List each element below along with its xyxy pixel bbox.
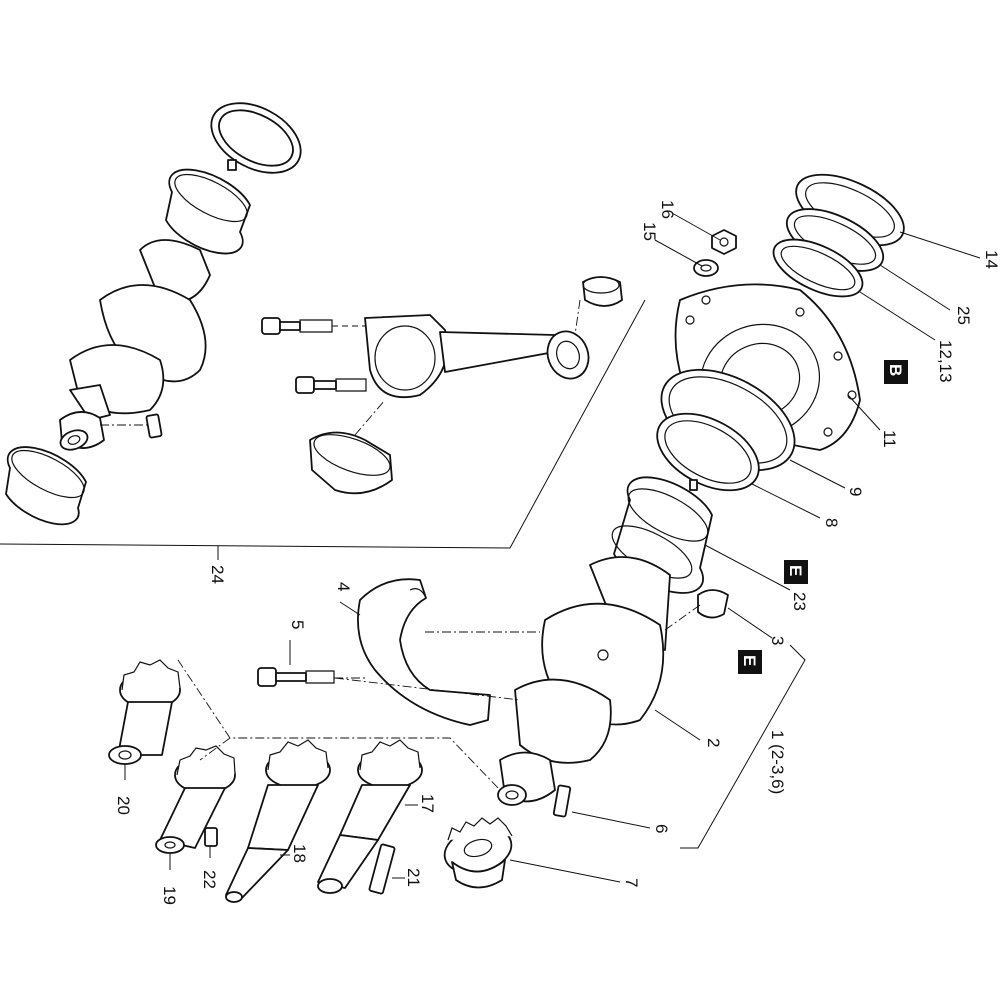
svg-text:E: E: [786, 565, 805, 576]
reference-markers: B E E: [738, 360, 908, 674]
shaft-option-17: [317, 739, 423, 895]
inset-bearing-shell-upper: [165, 168, 251, 255]
label-8: 8: [822, 518, 841, 527]
label-4: 4: [334, 582, 353, 591]
label-24: 24: [208, 565, 227, 584]
ring-8: [656, 412, 760, 492]
inset-bearing-shell-lower: [5, 446, 87, 526]
shaft-options-dash-frame: [177, 659, 501, 791]
label-14: 14: [982, 250, 1000, 269]
label-11: 11: [880, 430, 899, 448]
nut-and-washer: [693, 229, 737, 277]
bolt-5: [257, 667, 365, 687]
label-16: 16: [658, 200, 677, 219]
seal-ring-assembly: [772, 173, 905, 298]
inset-snap-ring: [210, 102, 302, 174]
label-15: 15: [640, 222, 659, 241]
svg-text:E: E: [740, 655, 759, 666]
svg-text:B: B: [886, 364, 905, 376]
inset-border: [0, 299, 646, 560]
label-19: 19: [160, 886, 179, 905]
label-22: 22: [200, 870, 219, 889]
key-3: [697, 589, 729, 619]
label-3: 3: [768, 636, 787, 645]
label-6: 6: [652, 824, 671, 833]
label-1: 1 (2-3,6): [768, 730, 787, 794]
label-7: 7: [622, 878, 641, 887]
shaft-option-18: [225, 739, 331, 903]
leader-lines: [124, 212, 981, 883]
inset-connecting-rod: [261, 276, 623, 495]
label-5: 5: [288, 620, 307, 629]
label-12-13: 12,13: [936, 340, 955, 383]
gear-7: [443, 817, 513, 889]
label-9: 9: [846, 487, 865, 496]
label-21: 21: [404, 868, 423, 887]
label-17: 17: [418, 794, 437, 813]
part-labels: 16 15 14 25 12,13 11 9 8 23 3 2 1 (2-3,6…: [114, 200, 1000, 905]
marker-b: B: [884, 360, 908, 384]
label-2: 2: [704, 738, 723, 747]
marker-e-3: E: [738, 650, 762, 674]
inset-crankshaft: [59, 239, 211, 451]
crankshaft-2: [334, 556, 701, 818]
label-23: 23: [790, 592, 809, 611]
marker-e-23: E: [784, 560, 808, 584]
shaft-option-19: [155, 745, 236, 854]
counterweight-4: [357, 578, 491, 726]
assembly-bracket: [680, 644, 806, 849]
shaft-option-20: [108, 659, 181, 765]
label-18: 18: [290, 844, 309, 863]
label-20: 20: [114, 796, 133, 815]
label-25: 25: [954, 306, 973, 325]
